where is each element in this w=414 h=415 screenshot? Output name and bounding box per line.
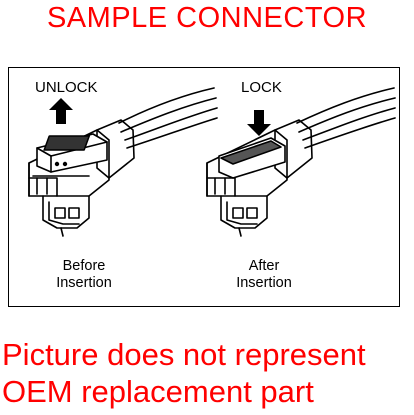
locked-connector-drawing: [206, 87, 396, 237]
disclaimer: Picture does not represent OEM replaceme…: [2, 336, 366, 410]
connector-illustration-frame: UNLOCK LOCK Before Insertion After Inser…: [8, 67, 400, 307]
disclaimer-line2: OEM replacement part: [2, 374, 314, 409]
before-insertion-caption: Before Insertion: [39, 258, 129, 292]
up-arrow-icon: [49, 98, 73, 124]
lock-label: LOCK: [241, 79, 282, 96]
before-caption-line1: Before: [62, 258, 106, 274]
after-insertion-caption: After Insertion: [219, 258, 309, 292]
before-caption-line2: Insertion: [56, 275, 112, 291]
after-caption-line2: Insertion: [236, 275, 292, 291]
after-caption-line1: After: [248, 258, 280, 274]
connector-illustration: [28, 87, 396, 237]
disclaimer-line1: Picture does not represent: [2, 337, 366, 372]
page-title: SAMPLE CONNECTOR: [46, 2, 368, 34]
unlocked-connector-drawing: [28, 87, 218, 237]
unlock-label: UNLOCK: [35, 79, 98, 96]
down-arrow-icon: [247, 110, 271, 136]
